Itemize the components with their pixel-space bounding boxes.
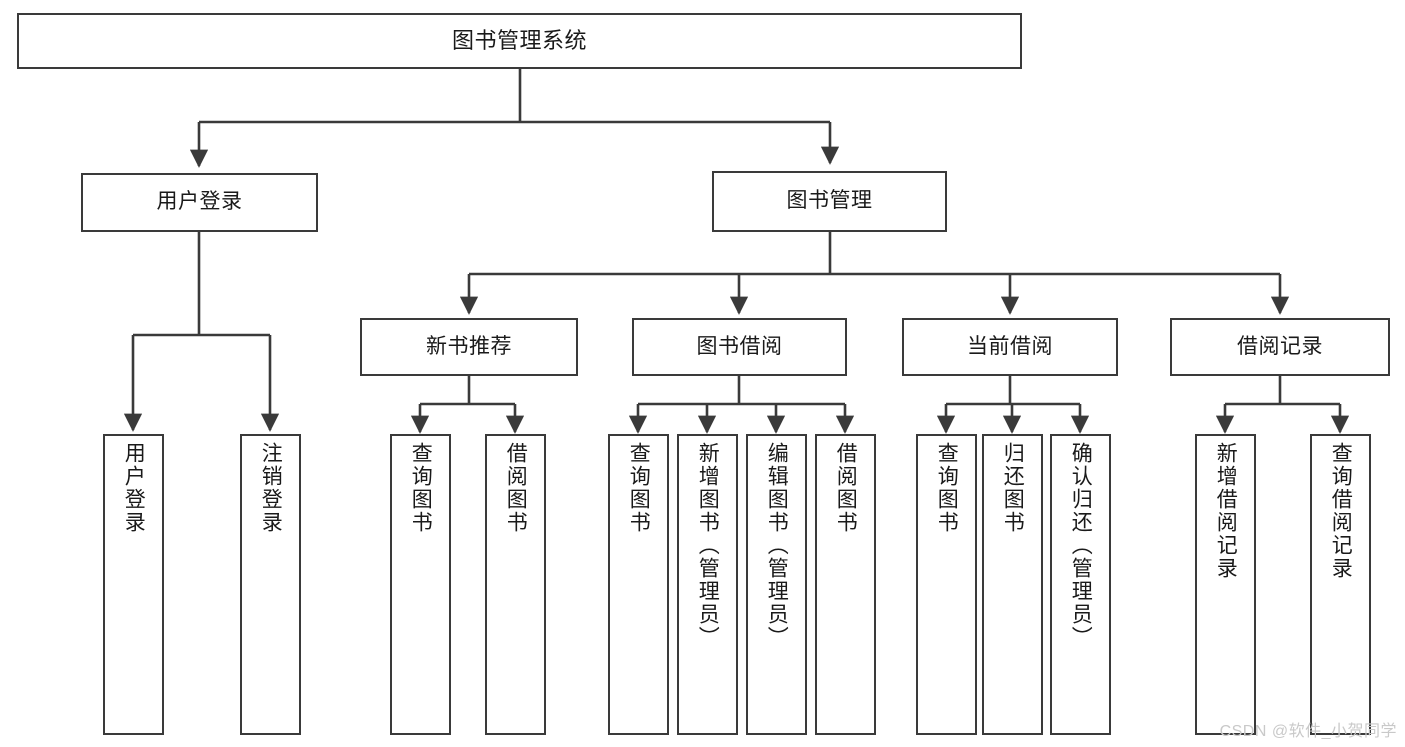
leaf-new-book-query[interactable]: 查询图书 xyxy=(390,434,451,735)
node-label: 当前借阅 xyxy=(967,334,1053,358)
node-label: 图书管理 xyxy=(786,189,873,213)
node-label: 查询图书 xyxy=(409,442,433,534)
node-book-borrow[interactable]: 图书借阅 xyxy=(632,318,847,376)
node-label: 查询借阅记录 xyxy=(1329,442,1353,580)
leaf-record-query[interactable]: 查询借阅记录 xyxy=(1310,434,1371,735)
node-label: 归还图书 xyxy=(1001,442,1025,534)
node-label: 借阅图书 xyxy=(504,442,528,534)
node-label: 图书借阅 xyxy=(696,334,783,358)
node-root-system[interactable]: 图书管理系统 xyxy=(17,13,1022,69)
node-borrow-record[interactable]: 借阅记录 xyxy=(1170,318,1390,376)
node-label: 注销登录 xyxy=(259,442,283,534)
leaf-borrow-edit-book[interactable]: 编辑图书（管理员） xyxy=(746,434,807,735)
node-label: 新增借阅记录 xyxy=(1214,442,1238,580)
leaf-new-book-borrow[interactable]: 借阅图书 xyxy=(485,434,546,735)
leaf-record-add[interactable]: 新增借阅记录 xyxy=(1195,434,1256,735)
leaf-borrow-borrow-book[interactable]: 借阅图书 xyxy=(815,434,876,735)
node-label: 用户登录 xyxy=(122,442,146,534)
node-user-login[interactable]: 用户登录 xyxy=(81,173,318,232)
node-current-borrow[interactable]: 当前借阅 xyxy=(902,318,1118,376)
node-label: 用户登录 xyxy=(156,190,243,214)
node-label: 借阅图书 xyxy=(834,442,858,534)
node-label: 确认归还（管理员） xyxy=(1069,442,1093,649)
node-label: 查询图书 xyxy=(627,442,651,534)
leaf-current-query-book[interactable]: 查询图书 xyxy=(916,434,977,735)
node-label: 新书推荐 xyxy=(426,334,512,358)
leaf-user-login-login[interactable]: 用户登录 xyxy=(103,434,164,735)
leaf-user-login-logout[interactable]: 注销登录 xyxy=(240,434,301,735)
leaf-borrow-add-book[interactable]: 新增图书（管理员） xyxy=(677,434,738,735)
leaf-current-return-book[interactable]: 归还图书 xyxy=(982,434,1043,735)
leaf-borrow-query-book[interactable]: 查询图书 xyxy=(608,434,669,735)
leaf-current-confirm-return[interactable]: 确认归还（管理员） xyxy=(1050,434,1111,735)
node-label: 图书管理系统 xyxy=(451,28,587,54)
node-label: 新增图书（管理员） xyxy=(696,442,720,649)
node-new-book-recommend[interactable]: 新书推荐 xyxy=(360,318,578,376)
node-label: 编辑图书（管理员） xyxy=(765,442,789,649)
node-label: 借阅记录 xyxy=(1237,334,1323,358)
node-label: 查询图书 xyxy=(935,442,959,534)
node-book-management[interactable]: 图书管理 xyxy=(712,171,947,232)
csdn-watermark: CSDN @软件_小贺同学 xyxy=(1219,723,1397,740)
